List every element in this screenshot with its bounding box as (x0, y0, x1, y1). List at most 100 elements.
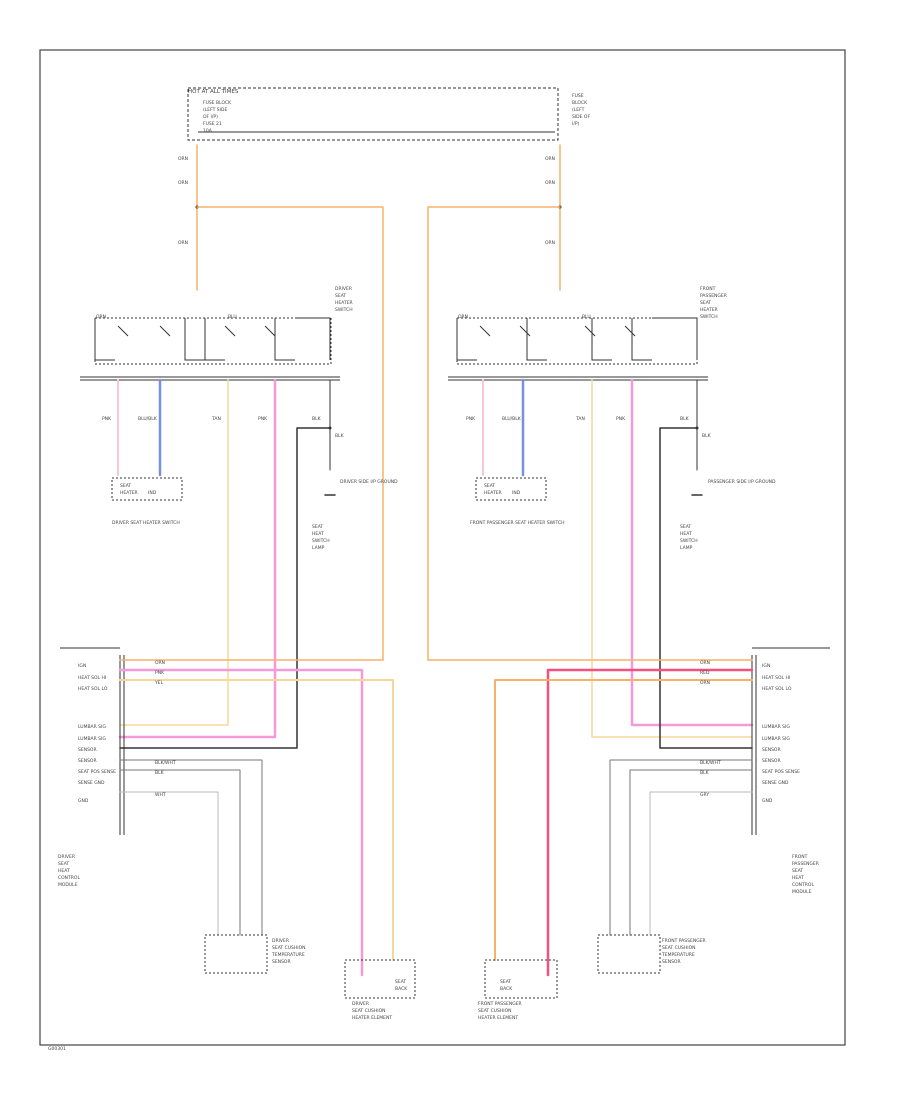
lmw-6: WHT (155, 792, 166, 798)
pass-ind-3: IND (512, 490, 521, 496)
driver-switch-sub-2: SEAT (335, 293, 346, 299)
passenger-module-connector: IGN HEAT SOL HI HEAT SOL LO LUMBAR SIG L… (751, 647, 830, 895)
lmw-4: BLK/WHT (155, 760, 176, 766)
fuse-side-1: FUSE (572, 93, 584, 99)
fuse-side-3: (LEFT (572, 107, 585, 113)
pts-1: FRONT PASSENGER (662, 938, 706, 944)
pass-ind-2: HEATER (484, 490, 502, 496)
dwire-label-2: BLU/BLK (138, 416, 158, 422)
pass-switch-tag-2: BLU (582, 314, 591, 320)
lmw-3: YEL (154, 680, 164, 686)
fuse-line-1: FUSE BLOCK (203, 100, 232, 106)
pass-gnd-4: LAMP (680, 545, 693, 551)
feed-right-label-1: ORN (545, 156, 555, 162)
phs-2: BACK (500, 986, 513, 992)
dts-3: TEMPERATURE (271, 952, 305, 958)
phe-3: HEATER ELEMENT (478, 1015, 518, 1021)
driver-gnd-2: HEAT (312, 531, 324, 537)
driver-heater-element: DRIVER SEAT CUSHION HEATER ELEMENT SEAT … (344, 959, 416, 1021)
dwire-label-3: TAN (211, 416, 221, 422)
phe-2: SEAT CUSHION (478, 1008, 512, 1014)
pass-module-2: PASSENGER (792, 861, 819, 867)
lpin-9: SENSE GND (78, 780, 105, 786)
dwire-label-6: BLK (335, 433, 345, 439)
phs-1: SEAT (500, 979, 511, 985)
pass-gnd-3: SWITCH (680, 538, 698, 544)
dwire-label-5: BLK (312, 416, 322, 422)
driver-seat-heater-switch: ORN BLU DRIVER SEAT HEATER SWITCH (80, 286, 353, 381)
driver-module-3: HEAT (58, 868, 70, 874)
diagram-border (39, 49, 846, 1046)
rmw-1: ORN (700, 660, 710, 666)
footer-code: G00301 (48, 1046, 66, 1052)
feed-right-label-2: ORN (545, 180, 555, 186)
pass-module-5: CONTROL (792, 882, 814, 888)
fuse-feed-wires: ORN ORN ORN ORN ORN ORN (178, 144, 562, 661)
rpin-3: HEAT SOL LO (762, 686, 792, 692)
driver-module-5: MODULE (58, 882, 78, 888)
dhe-1: DRIVER (352, 1001, 369, 1007)
rpin-2: HEAT SOL HI (762, 675, 790, 681)
pass-module-1: FRONT (792, 854, 808, 860)
rpin-8: SEAT POS SENSE (762, 769, 800, 775)
rpin-6: SENSOR (762, 747, 781, 753)
dts-2: SEAT CUSHION (272, 945, 306, 951)
driver-switch-tag-1: ORN (96, 314, 106, 320)
dwire-label-1: PNK (102, 416, 112, 422)
pwire-label-5: BLK (680, 416, 690, 422)
pass-switch-sub-4: HEATER (700, 307, 718, 313)
rpin-5: LUMBAR SIG (762, 736, 790, 742)
pass-gnd-2: HEAT (680, 531, 692, 537)
pass-switch-sub-3: SEAT (700, 300, 711, 306)
pwire-label-2: BLU/BLK (502, 416, 522, 422)
feed-left-label-1: ORN (178, 156, 188, 162)
feed-left-label-3: ORN (178, 240, 188, 246)
driver-module-4: CONTROL (58, 875, 80, 881)
driver-switch-caption: DRIVER SEAT HEATER SWITCH (112, 520, 180, 526)
lpin-4: LUMBAR SIG (78, 724, 106, 730)
lmw-2: PNK (155, 670, 165, 676)
fuse-side-2: BLOCK (572, 100, 588, 106)
rmw-6: GRY (700, 792, 709, 798)
pass-module-4: HEAT (792, 875, 804, 881)
lpin-10: GND (78, 798, 89, 804)
driver-module-1: DRIVER (58, 854, 75, 860)
dhe-3: HEATER ELEMENT (352, 1015, 392, 1021)
lpin-2: HEAT SOL HI (78, 675, 106, 681)
lpin-6: SENSOR (78, 747, 97, 753)
dts-4: SENSOR (272, 959, 291, 965)
passenger-heater-element: FRONT PASSENGER SEAT CUSHION HEATER ELEM… (478, 959, 558, 1021)
pass-module-3: SEAT (792, 868, 803, 874)
pts-4: SENSOR (662, 959, 681, 965)
lmw-1: ORN (155, 660, 165, 666)
rmw-2: RED (700, 670, 710, 676)
pass-ind-1: SEAT (484, 483, 495, 489)
fuse-line-5: 10A (203, 128, 213, 134)
pass-switch-sub-2: PASSENGER (700, 293, 727, 299)
rpin-10: GND (762, 798, 773, 804)
rmw-5: BLK (700, 770, 710, 776)
rmw-4: BLK/WHT (700, 760, 721, 766)
lmw-5: BLK (155, 770, 165, 776)
fuse-block-title: HOT AT ALL TIMES (188, 89, 239, 95)
driver-temp-sensor: DRIVER SEAT CUSHION TEMPERATURE SENSOR (204, 934, 306, 974)
pass-switch-sub-1: FRONT (700, 286, 716, 292)
dts-1: DRIVER (272, 938, 289, 944)
fuse-line-4: FUSE 21 (203, 121, 222, 127)
pass-module-6: MODULE (792, 889, 812, 895)
lpin-5: LUMBAR SIG (78, 736, 106, 742)
lpin-1: IGN (78, 663, 86, 669)
pts-3: TEMPERATURE (661, 952, 695, 958)
driver-switch-sub-3: HEATER (335, 300, 353, 306)
rmw-3: ORN (700, 680, 710, 686)
driver-module-connector: IGN HEAT SOL HI HEAT SOL LO LUMBAR SIG L… (58, 647, 125, 888)
driver-switch-sub-1: DRIVER (335, 286, 352, 292)
pts-2: SEAT CUSHION (662, 945, 696, 951)
pwire-label-1: PNK (466, 416, 476, 422)
dhs-2: BACK (395, 986, 408, 992)
fuse-side-4: SIDE OF (572, 114, 590, 120)
pass-switch-caption: FRONT PASSENGER SEAT HEATER SWITCH (470, 520, 564, 526)
driver-ind-2: HEATER (120, 490, 138, 496)
